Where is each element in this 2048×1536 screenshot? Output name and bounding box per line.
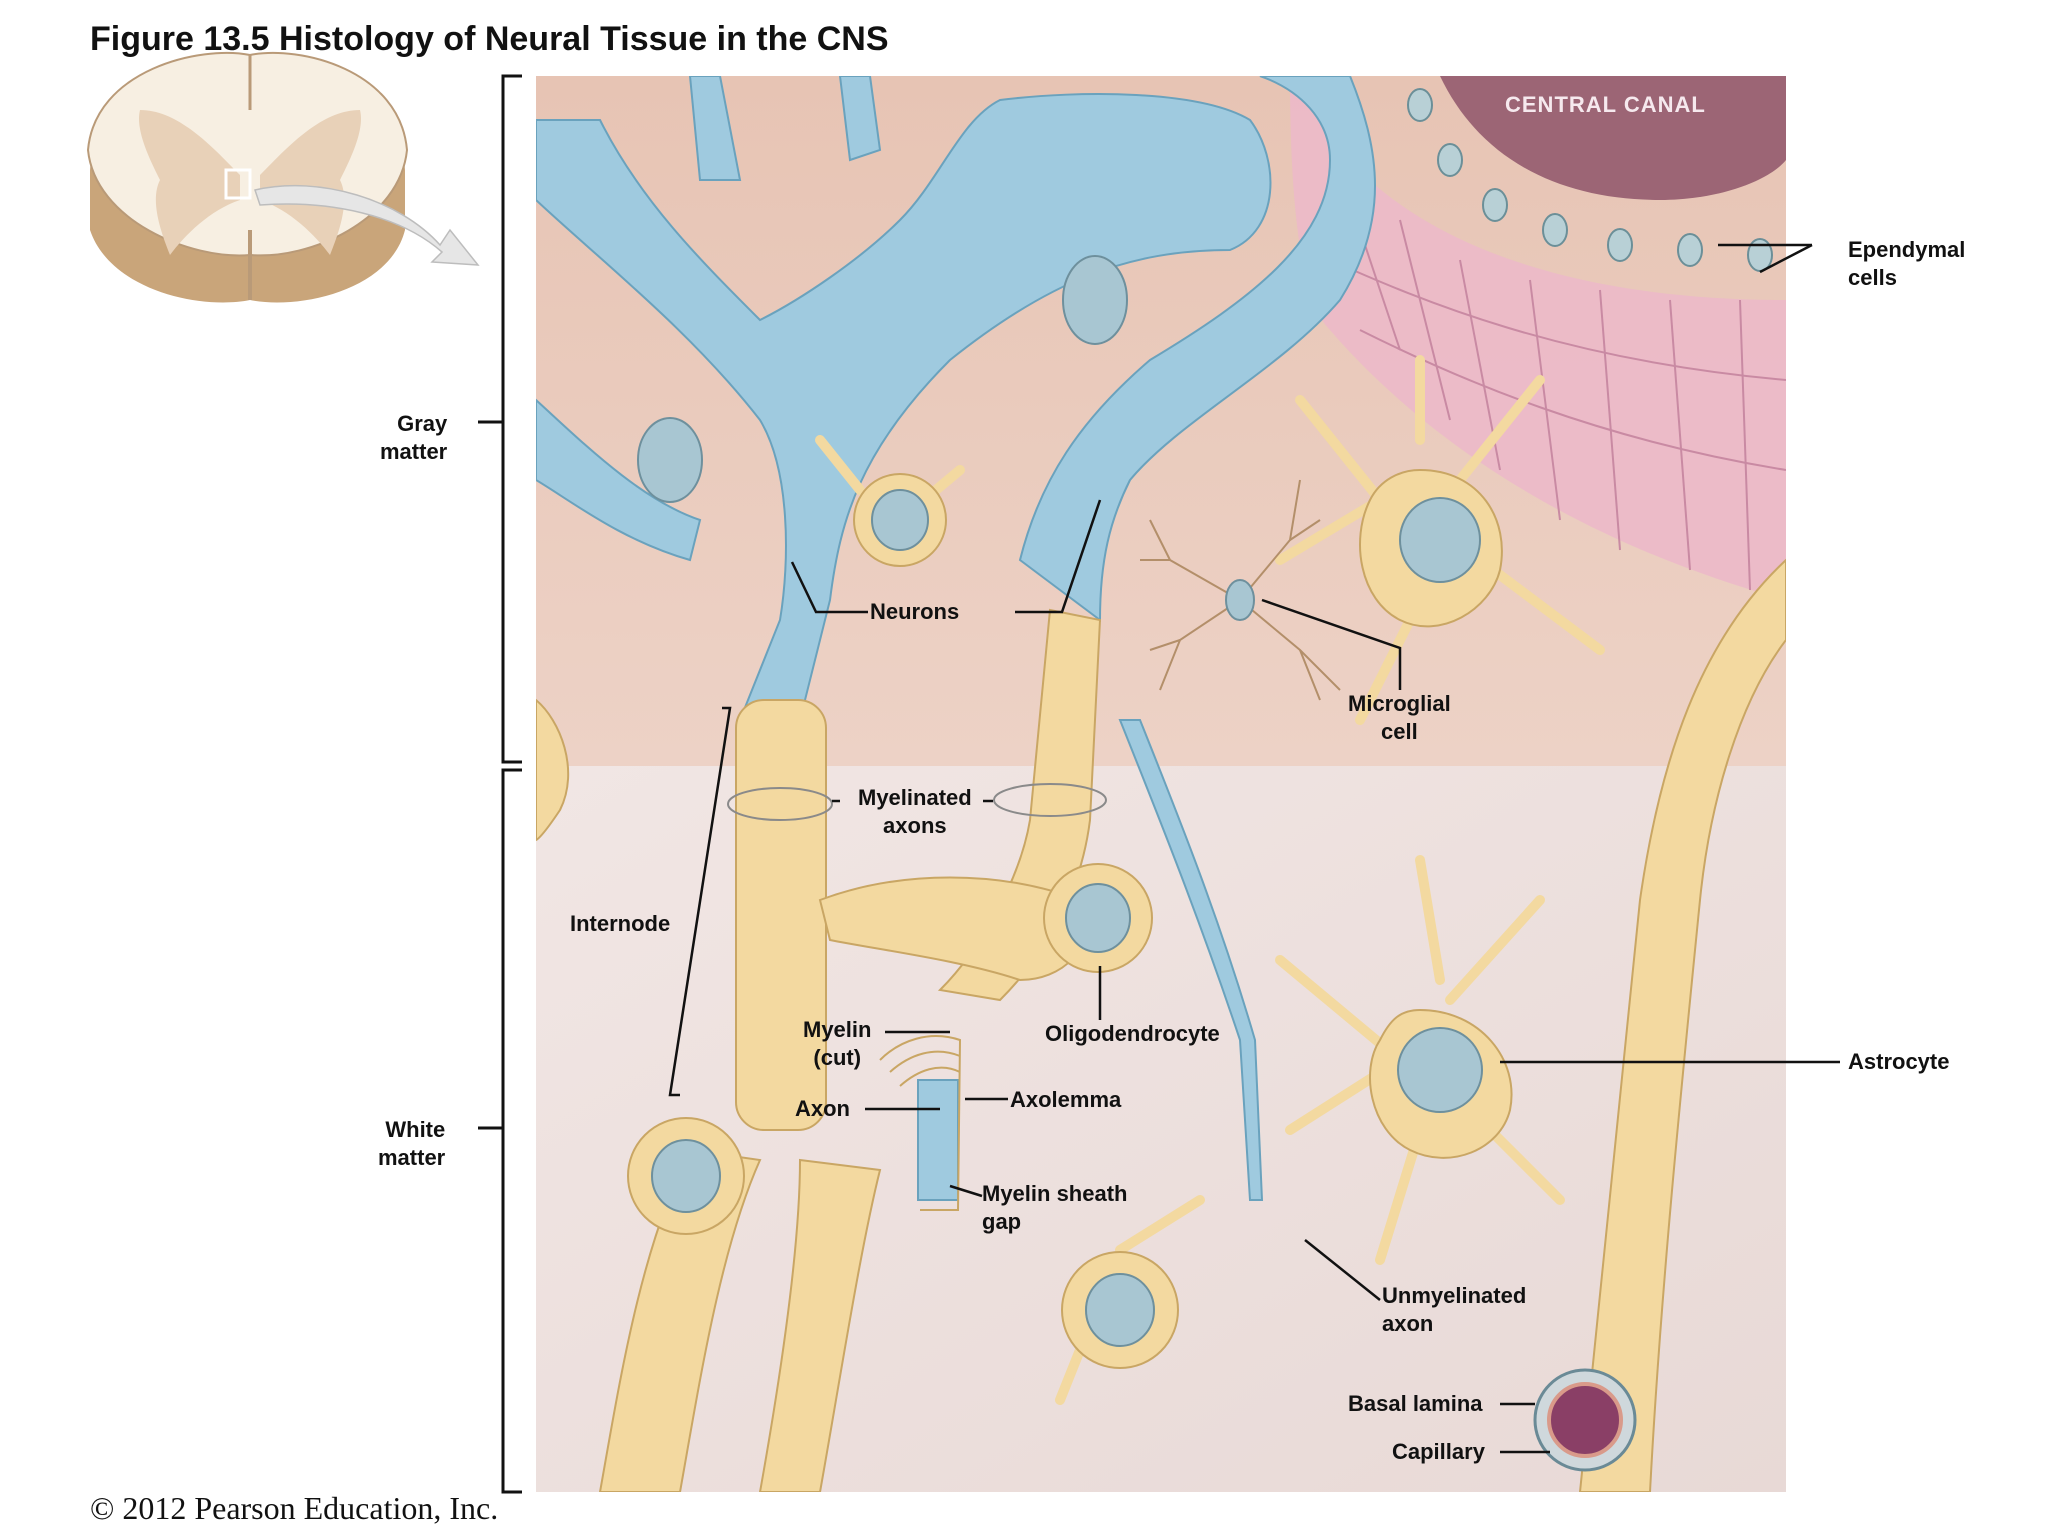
leader-lines — [668, 243, 1840, 1454]
neuron-cell-body-right — [1018, 76, 1376, 622]
capillary-label: Capillary — [1392, 1439, 1485, 1464]
basal-lamina-label: Basal lamina — [1348, 1391, 1483, 1416]
gray-matter-label: Gray matter — [380, 411, 448, 464]
myelin-sheath-gap-label: Myelin sheath gap — [982, 1181, 1128, 1234]
neuron-cell-body-left — [536, 93, 1272, 721]
axolemma-label: Axolemma — [1010, 1087, 1122, 1112]
neurons — [536, 76, 1376, 721]
myelinated-axons-label: Myelinated axons — [858, 785, 972, 838]
oligodendrocyte-label: Oligodendrocyte — [1045, 1021, 1220, 1046]
central-canal-label: CENTRAL CANAL — [1505, 92, 1706, 117]
copyright-notice: © 2012 Pearson Education, Inc. — [90, 1490, 499, 1526]
unmyelinated-axon-label: Unmyelinated axon — [1382, 1283, 1527, 1336]
white-matter-label: White matter — [378, 1117, 446, 1170]
capillary-cross-section — [1533, 1368, 1637, 1472]
axon-label: Axon — [795, 1096, 850, 1121]
figure-title: Figure 13.5 Histology of Neural Tissue i… — [90, 20, 889, 58]
spinal-cord-thumbnail — [86, 51, 480, 303]
tissue-panel — [536, 76, 1786, 1492]
myelin-cut-label: Myelin (cut) — [803, 1017, 872, 1070]
microglial-cell-label: Microglial cell — [1348, 691, 1451, 744]
capillary-vessel — [1578, 558, 1786, 1492]
microglial-cell — [1140, 479, 1341, 701]
astrocyte-label: Astrocyte — [1848, 1049, 1950, 1074]
matter-brackets — [478, 74, 522, 1494]
ependymal-cells-label: Ependymal cells — [1848, 237, 1966, 290]
central-canal — [1290, 76, 1786, 600]
neuron-nucleus — [637, 417, 703, 503]
axon-core — [917, 1079, 959, 1201]
neuron-nucleus — [1062, 255, 1128, 345]
internode-label: Internode — [570, 911, 671, 936]
neurons-label: Neurons — [870, 599, 960, 624]
unmyelinated-axon-shape — [1118, 719, 1264, 1201]
